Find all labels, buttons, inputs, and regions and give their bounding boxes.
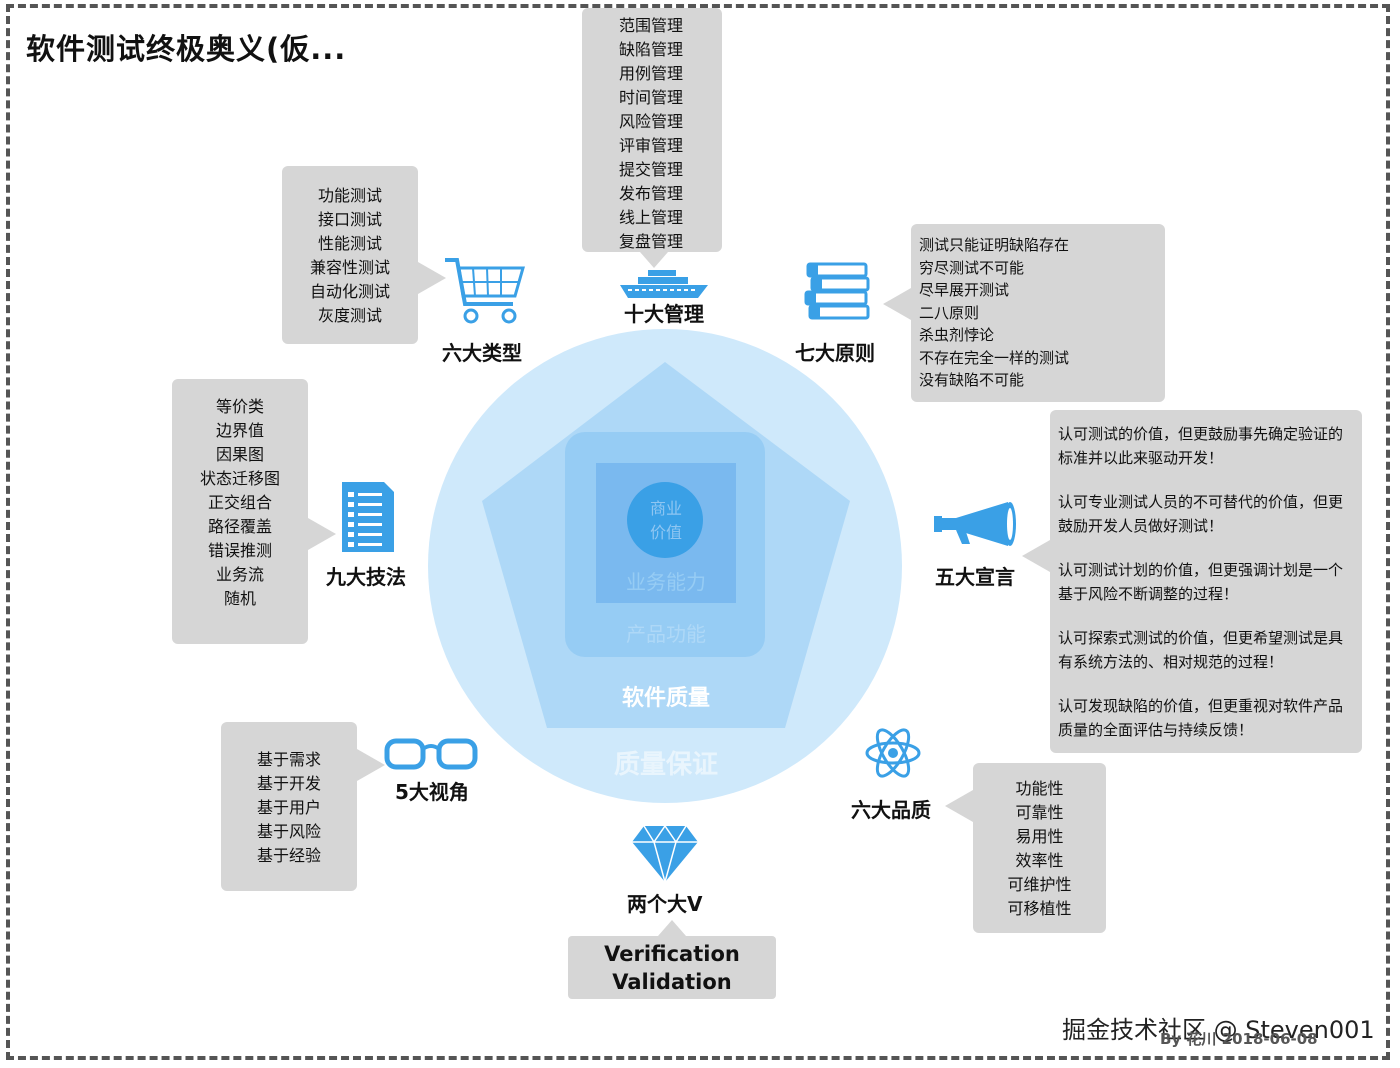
validation-text: Validation [612, 970, 732, 994]
business-value-line-1: 商业 [649, 499, 682, 518]
manifesto-item: 认可探索式测试的价值，但更希望测试是具有系统方法的、相对规范的过程！ [1058, 629, 1344, 671]
five-manifesto-box: 认可测试的价值，但更鼓励事先确定验证的标准并以此来驱动开发！ 认可专业测试人员的… [1050, 410, 1362, 753]
two-v-pointer [658, 920, 686, 936]
six-qualities-item: 功能性 [1015, 779, 1064, 798]
seven-principles-item: 杀虫剂悖论 [919, 326, 995, 344]
ten-management-item: 范围管理 [619, 16, 684, 35]
ten-management-box: 范围管理 缺陷管理 用例管理 时间管理 风险管理 评审管理 提交管理 发布管理 … [582, 8, 722, 252]
six-qualities-item: 效率性 [1015, 851, 1064, 870]
ten-management-item: 风险管理 [619, 112, 684, 131]
six-types-label: 六大类型 [442, 341, 522, 365]
watermark: 掘金技术社区 @ Steven001 [1062, 1016, 1375, 1044]
ten-management-item: 缺陷管理 [619, 40, 684, 59]
business-capability-text: 业务能力 [626, 570, 706, 594]
seven-principles-box: 测试只能证明缺陷存在 穷尽测试不可能 尽早展开测试 二八原则 杀虫剂悖论 不存在… [911, 224, 1165, 402]
five-views-item: 基于用户 [256, 798, 321, 817]
six-types-item: 接口测试 [317, 210, 382, 229]
books-icon [804, 262, 870, 320]
six-types-box: 功能测试 接口测试 性能测试 兼容性测试 自动化测试 灰度测试 [282, 166, 418, 344]
five-manifesto-label: 五大宣言 [935, 565, 1015, 589]
manifesto-item: 认可发现缺陷的价值，但更重视对软件产品质量的全面评估与持续反馈！ [1058, 697, 1344, 739]
nine-techniques-label: 九大技法 [326, 565, 406, 589]
six-types-item: 兼容性测试 [309, 258, 390, 277]
checklist-icon [342, 482, 394, 552]
seven-principles-item: 穷尽测试不可能 [919, 258, 1025, 277]
nine-techniques-item: 路径覆盖 [207, 517, 272, 536]
seven-principles-item: 测试只能证明缺陷存在 [919, 236, 1070, 254]
five-views-item: 基于风险 [256, 822, 321, 841]
ten-management-item: 时间管理 [619, 88, 684, 107]
diagram-frame [6, 4, 1390, 1060]
seven-principles-label: 七大原则 [795, 341, 875, 365]
ten-management-item: 提交管理 [619, 160, 684, 179]
glasses-icon [384, 738, 478, 770]
six-types-item: 性能测试 [317, 234, 382, 253]
five-views-box: 基于需求 基于开发 基于用户 基于风险 基于经验 [221, 722, 357, 891]
nine-techniques-item: 错误推测 [207, 541, 272, 560]
six-types-pointer [418, 262, 446, 294]
shopping-cart-icon [445, 258, 525, 324]
ten-management-item: 线上管理 [619, 208, 684, 227]
seven-principles-item: 二八原则 [919, 303, 980, 322]
product-feature-text: 产品功能 [626, 622, 706, 646]
six-types-item: 功能测试 [317, 186, 382, 205]
nine-techniques-item: 因果图 [215, 445, 264, 464]
atom-icon [865, 728, 921, 778]
nine-techniques-item: 正交组合 [207, 493, 272, 512]
quality-assurance-text: 质量保证 [613, 750, 718, 780]
six-qualities-item: 易用性 [1015, 827, 1064, 846]
verification-text: Verification [604, 942, 740, 966]
business-value-text: 商业 价值 [640, 497, 692, 545]
six-qualities-box: 功能性 可靠性 易用性 效率性 可维护性 可移植性 [973, 763, 1106, 933]
business-value-circle [627, 482, 703, 558]
ten-management-item: 评审管理 [619, 136, 684, 155]
nine-techniques-pointer [308, 518, 336, 550]
five-views-item: 基于经验 [256, 846, 321, 865]
seven-principles-item: 没有缺陷不可能 [919, 371, 1025, 389]
manifesto-item: 认可测试计划的价值，但更强调计划是一个基于风险不断调整的过程！ [1058, 561, 1344, 603]
ten-management-item: 发布管理 [619, 184, 684, 203]
nine-techniques-item: 等价类 [215, 397, 264, 416]
ten-management-pointer [640, 252, 668, 268]
six-qualities-item: 可维护性 [1007, 875, 1072, 894]
five-views-item: 基于需求 [256, 750, 321, 769]
five-views-pointer [357, 749, 385, 781]
software-quality-text: 软件质量 [621, 686, 710, 711]
manifesto-item: 认可专业测试人员的不可替代的价值，但更鼓励开发人员做好测试！ [1058, 493, 1344, 535]
six-qualities-item: 可移植性 [1007, 899, 1072, 918]
business-value-line-2: 价值 [649, 523, 682, 542]
nine-techniques-item: 随机 [223, 589, 256, 608]
nine-techniques-item: 边界值 [215, 421, 264, 440]
seven-principles-item: 不存在完全一样的测试 [919, 348, 1070, 367]
five-views-item: 基于开发 [256, 774, 321, 793]
two-v-label: 两个大V [627, 892, 703, 916]
six-qualities-pointer [945, 790, 973, 822]
ten-management-item: 用例管理 [619, 64, 684, 83]
nine-techniques-box: 等价类 边界值 因果图 状态迁移图 正交组合 路径覆盖 错误推测 业务流 随机 [172, 379, 308, 644]
seven-principles-item: 尽早展开测试 [919, 281, 1010, 299]
ship-icon [620, 270, 708, 298]
six-qualities-label: 六大品质 [851, 798, 931, 822]
five-views-label: 5大视角 [395, 780, 469, 804]
manifesto-item: 认可测试的价值，但更鼓励事先确定验证的标准并以此来驱动开发！ [1058, 425, 1344, 467]
page-title: 软件测试终极奥义(仮... [26, 32, 347, 66]
nine-techniques-item: 状态迁移图 [199, 469, 280, 488]
six-types-item: 自动化测试 [309, 282, 390, 301]
core-diagram [428, 329, 902, 803]
ten-management-item: 复盘管理 [619, 232, 684, 251]
two-v-box: Verification Validation [568, 936, 776, 999]
diamond-icon [632, 824, 698, 884]
six-types-item: 灰度测试 [317, 306, 382, 325]
six-qualities-item: 可靠性 [1015, 803, 1064, 822]
megaphone-icon [934, 502, 1016, 546]
nine-techniques-item: 业务流 [215, 565, 264, 584]
byline: By 花川 2018-06-08 [1160, 1030, 1318, 1048]
five-manifesto-pointer [1022, 540, 1050, 572]
ten-management-label: 十大管理 [624, 302, 704, 326]
seven-principles-pointer [883, 288, 911, 320]
